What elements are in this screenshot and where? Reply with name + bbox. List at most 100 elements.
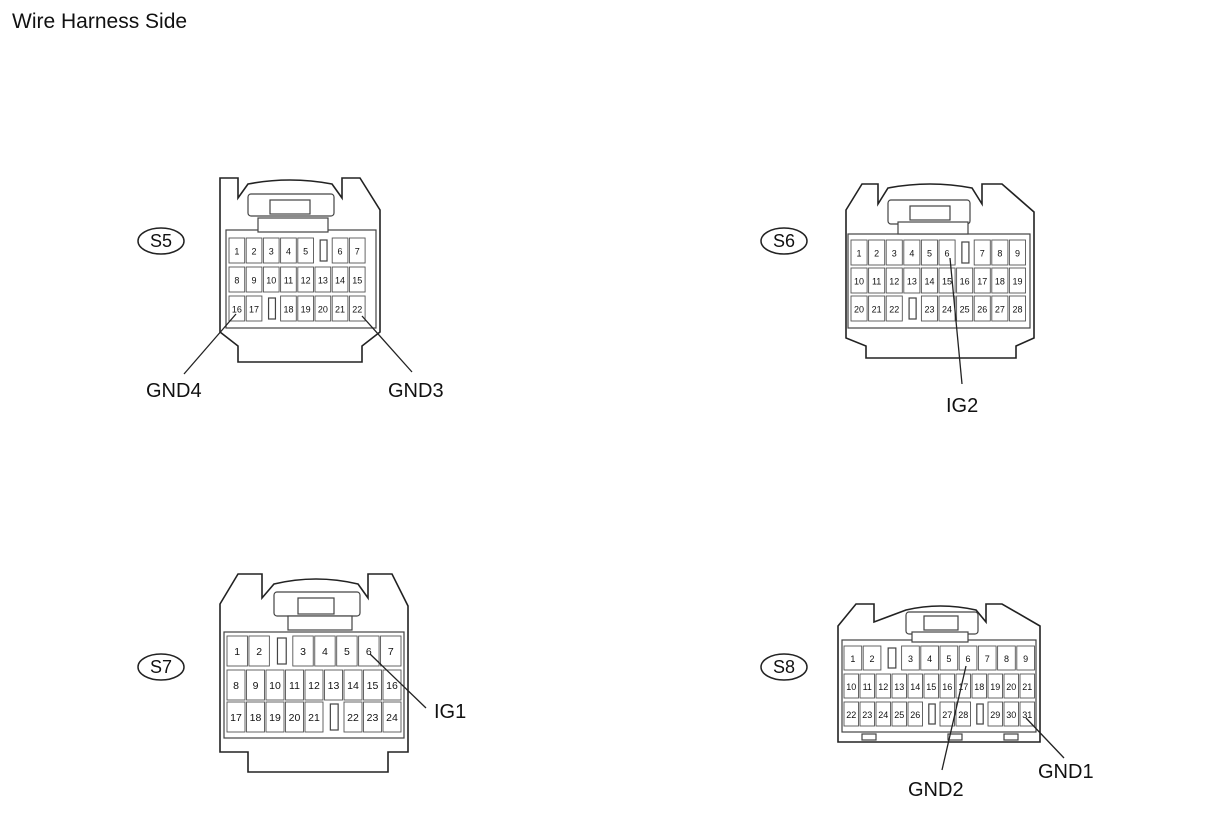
pin-cell-s8-18 [971, 673, 987, 699]
pin-cell-s8-2 [862, 645, 882, 671]
pin-number-s8-4: 4 [927, 654, 932, 664]
pin-number-s8-28: 28 [958, 710, 968, 720]
pin-number-s7-24: 24 [386, 712, 398, 724]
pin-number-s5-2: 2 [252, 247, 257, 257]
pin-number-s7-17: 17 [230, 712, 242, 724]
pin-cell-s5-7 [348, 237, 366, 264]
pin-cell-s7-10 [265, 669, 285, 701]
pin-cell-s7-1 [226, 635, 248, 667]
pin-number-s6-11: 11 [872, 277, 881, 287]
pin-cell-s6-10 [850, 267, 868, 294]
pin-cell-s5-14 [331, 266, 349, 293]
pin-cell-s7-23 [363, 701, 382, 733]
pin-number-s6-3: 3 [892, 249, 897, 259]
pin-cell-s7-11 [285, 669, 304, 701]
pin-number-s5-19: 19 [301, 305, 311, 315]
pin-number-s8-30: 30 [1006, 710, 1016, 720]
signal-label-ig2: IG2 [946, 395, 978, 417]
pin-number-s8-10: 10 [846, 682, 856, 692]
pin-cell-s8-9 [1016, 645, 1035, 671]
pin-cell-s8-16 [939, 673, 955, 699]
pin-number-s7-12: 12 [308, 680, 320, 692]
pin-number-s6-7: 7 [980, 249, 985, 259]
pin-gap [961, 241, 970, 264]
pin-cell-s8-31 [1019, 701, 1035, 727]
pin-number-s5-1: 1 [234, 247, 239, 257]
pin-number-s8-19: 19 [990, 682, 1000, 692]
pin-number-s8-15: 15 [926, 682, 936, 692]
pin-cell-s7-13 [324, 669, 343, 701]
pin-number-s8-18: 18 [974, 682, 984, 692]
pin-cell-s5-13 [314, 266, 332, 293]
pin-number-s6-12: 12 [889, 277, 899, 287]
pin-number-s6-25: 25 [960, 305, 970, 315]
pin-cell-s6-2 [868, 239, 886, 266]
signal-label-gnd4: GND4 [146, 380, 202, 402]
pin-cell-s5-15 [348, 266, 366, 293]
pin-cell-s8-5 [939, 645, 959, 671]
pin-number-s7-3: 3 [300, 646, 306, 658]
pin-cell-s6-21 [868, 295, 886, 322]
pin-number-s6-24: 24 [942, 305, 952, 315]
pin-cell-s8-21 [1019, 673, 1035, 699]
pin-number-s7-2: 2 [256, 646, 262, 658]
pin-cell-s8-11 [859, 673, 875, 699]
pin-number-s6-2: 2 [874, 249, 879, 259]
pin-number-s7-10: 10 [269, 680, 281, 692]
pin-cell-s5-22 [348, 295, 366, 322]
connector-id-badge-s7 [137, 653, 185, 681]
pin-number-s7-8: 8 [233, 680, 239, 692]
pin-number-s5-12: 12 [301, 276, 311, 286]
pin-cell-s6-4 [903, 239, 921, 266]
pin-cell-s5-2 [245, 237, 263, 264]
pin-number-s7-16: 16 [386, 680, 398, 692]
pin-number-s6-22: 22 [889, 305, 899, 315]
pin-number-s8-20: 20 [1006, 682, 1016, 692]
pin-number-s6-1: 1 [857, 249, 862, 259]
pin-cell-s6-12 [885, 267, 903, 294]
pin-number-s7-23: 23 [367, 712, 379, 724]
pin-number-s6-10: 10 [854, 277, 864, 287]
pin-number-s5-11: 11 [284, 276, 293, 286]
pin-number-s5-14: 14 [335, 276, 345, 286]
pin-number-s5-3: 3 [269, 247, 274, 257]
pin-number-s5-21: 21 [335, 305, 345, 315]
connector-id-s6: S6 [773, 231, 795, 251]
pin-number-s7-11: 11 [289, 680, 300, 692]
pin-cell-s8-10 [843, 673, 859, 699]
pin-number-s6-16: 16 [960, 277, 970, 287]
pin-cell-s6-13 [903, 267, 921, 294]
pin-number-s8-16: 16 [942, 682, 952, 692]
pin-cell-s8-19 [987, 673, 1003, 699]
pin-cell-s8-8 [997, 645, 1016, 671]
pin-cell-s8-26 [907, 701, 923, 727]
pin-cell-s7-21 [304, 701, 324, 733]
pin-cell-s5-1 [228, 237, 246, 264]
pin-cell-s6-6 [938, 239, 956, 266]
pin-number-s7-19: 19 [269, 712, 281, 724]
pin-number-s8-2: 2 [870, 654, 875, 664]
pin-gap [267, 297, 277, 320]
pin-cell-s8-24 [875, 701, 891, 727]
pin-cell-s5-18 [280, 295, 297, 322]
pin-cell-s7-3 [292, 635, 314, 667]
pin-number-s6-13: 13 [907, 277, 917, 287]
pin-number-s6-23: 23 [924, 305, 934, 315]
pin-cell-s6-25 [956, 295, 974, 322]
pin-number-s6-19: 19 [1012, 277, 1022, 287]
pin-cell-s7-15 [363, 669, 382, 701]
pin-cell-s8-4 [920, 645, 939, 671]
pin-cell-s8-23 [859, 701, 875, 727]
pin-cell-s7-7 [380, 635, 402, 667]
pin-cell-s6-1 [850, 239, 868, 266]
pin-cell-s7-9 [246, 669, 265, 701]
pin-cell-s8-20 [1003, 673, 1019, 699]
pin-number-s5-16: 16 [232, 305, 242, 315]
pin-number-s5-8: 8 [234, 276, 239, 286]
signal-label-gnd2: GND2 [908, 779, 964, 801]
pin-cell-s8-6 [958, 645, 978, 671]
pin-number-s7-20: 20 [289, 712, 301, 724]
pin-number-s6-28: 28 [1012, 305, 1022, 315]
